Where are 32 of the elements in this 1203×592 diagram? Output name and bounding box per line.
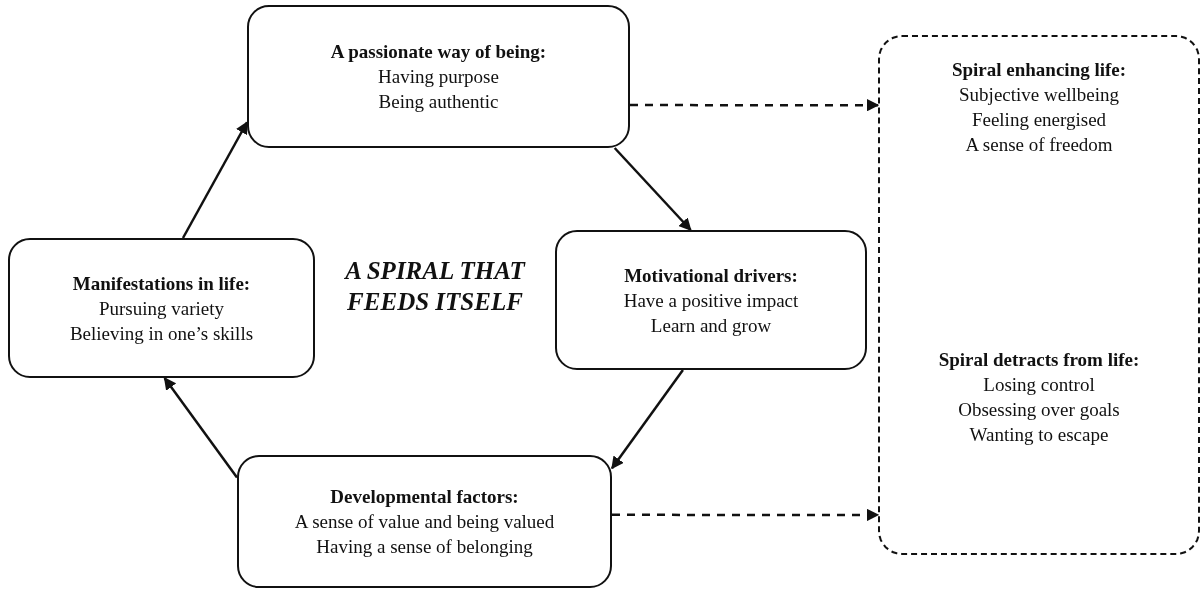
dashed-arrow [612,508,880,522]
box-heading: Developmental factors: [330,485,519,509]
arrow [163,377,238,479]
arrow [181,121,249,239]
dashed-box [878,35,1200,555]
center-title: A SPIRAL THAT FEEDS ITSELF [343,256,527,317]
box-text: Being authentic [378,90,499,114]
box-heading: Spiral enhancing life: [951,58,1127,82]
box-text: Obsessing over goals [958,398,1120,422]
rounded-box [8,238,315,378]
rounded-box [247,5,630,148]
box-text: Believing in one’s skills [69,321,254,346]
rounded-box [237,455,612,588]
box-heading: Spiral detracts from life: [938,348,1140,372]
box-text: Losing control [983,373,1095,397]
box-text: Wanting to escape [969,423,1109,447]
box-text: Having a sense of belonging [316,535,533,559]
box-text: Having purpose [378,65,499,89]
box-heading: Motivational drivers: [624,263,798,288]
arrow [613,147,692,231]
arrow [611,369,684,470]
box-text: Subjective wellbeing [959,83,1119,107]
box-text: Have a positive impact [623,288,799,313]
box-text: A sense of freedom [965,133,1113,157]
box-text: Feeling energised [971,108,1107,132]
box-heading: A passionate way of being: [330,40,547,64]
dashed-arrow [630,98,880,112]
rounded-box [555,230,867,370]
box-text: A sense of value and being valued [294,510,555,534]
box-text: Learn and grow [650,313,772,338]
box-heading: Manifestations in life: [72,271,251,296]
box-text: Pursuing variety [98,296,225,321]
